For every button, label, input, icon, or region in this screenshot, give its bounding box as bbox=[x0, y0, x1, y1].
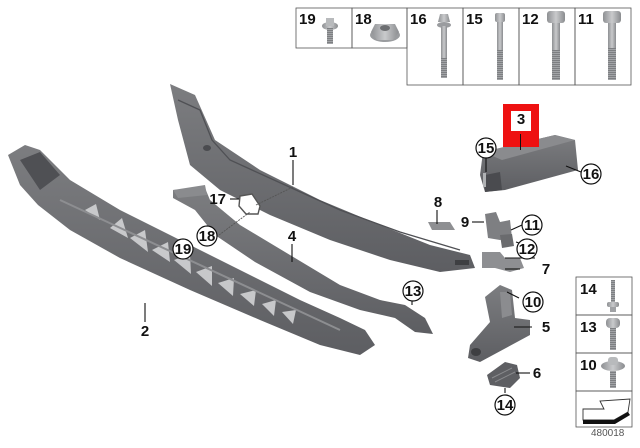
callout-15[interactable]: 15 bbox=[475, 137, 497, 159]
part-5-bracket bbox=[468, 285, 530, 362]
hardware-14: 14 bbox=[580, 280, 619, 312]
part-7-clip bbox=[482, 252, 524, 272]
hardware-10: 10 bbox=[580, 357, 625, 388]
callout-5[interactable]: 5 bbox=[542, 319, 550, 336]
callout-6[interactable]: 6 bbox=[533, 365, 541, 382]
hardware-label-18: 18 bbox=[355, 11, 372, 28]
part-4-strip bbox=[173, 185, 433, 334]
dashed-leaders bbox=[218, 186, 294, 236]
callout-label-13: 13 bbox=[405, 283, 422, 300]
hardware-15: 15 bbox=[466, 11, 505, 80]
callout-10[interactable]: 10 bbox=[522, 291, 544, 313]
callout-13[interactable]: 13 bbox=[402, 280, 424, 302]
callout-2[interactable]: 2 bbox=[141, 323, 149, 340]
callout-label-19: 19 bbox=[175, 241, 192, 258]
hardware-label-14: 14 bbox=[580, 281, 597, 298]
callout-label-10: 10 bbox=[525, 294, 542, 311]
hardware-label-12: 12 bbox=[522, 11, 539, 28]
callout-11[interactable]: 11 bbox=[521, 214, 543, 236]
callout-18[interactable]: 18 bbox=[196, 225, 218, 247]
hardware-label-10: 10 bbox=[580, 357, 597, 374]
callout-3-leader bbox=[520, 134, 521, 150]
hardware-label-13: 13 bbox=[580, 319, 597, 336]
callout-14[interactable]: 14 bbox=[494, 394, 516, 416]
hardware-19: 19 bbox=[299, 11, 338, 44]
part-6-wedge bbox=[487, 362, 520, 388]
hardware-label-15: 15 bbox=[466, 11, 483, 28]
callout-label-18: 18 bbox=[199, 228, 216, 245]
part-9-bracket bbox=[485, 212, 514, 248]
hardware-label-16: 16 bbox=[410, 11, 427, 28]
callout-7[interactable]: 7 bbox=[542, 261, 550, 278]
callout-3-highlight[interactable]: 3 bbox=[503, 104, 539, 147]
callout-label-14: 14 bbox=[497, 397, 514, 414]
plain-callouts: 1 2 4 5 6 7 8 9 17 bbox=[141, 144, 550, 382]
hardware-16: 16 bbox=[410, 11, 451, 78]
callout-16[interactable]: 16 bbox=[580, 163, 602, 185]
callout-label-15: 15 bbox=[478, 140, 495, 157]
callout-19[interactable]: 19 bbox=[172, 238, 194, 260]
hardware-12: 12 bbox=[522, 11, 565, 80]
callout-label-12: 12 bbox=[519, 241, 536, 258]
circled-callouts: 15 16 11 12 10 13 14 18 bbox=[172, 137, 602, 416]
callout-8[interactable]: 8 bbox=[434, 194, 442, 211]
callout-12[interactable]: 12 bbox=[516, 238, 538, 260]
hardware-18: 18 bbox=[355, 11, 400, 42]
callout-9[interactable]: 9 bbox=[461, 214, 469, 231]
callout-1[interactable]: 1 bbox=[289, 144, 297, 161]
callout-label-16: 16 bbox=[583, 166, 600, 183]
part-8-clip bbox=[428, 222, 455, 230]
catalog-number: 480018 bbox=[591, 428, 625, 439]
hardware-13: 13 bbox=[580, 318, 620, 350]
hardware-label-11: 11 bbox=[578, 11, 594, 28]
part-17-bracket bbox=[238, 193, 261, 215]
callout-17[interactable]: 17 bbox=[209, 191, 226, 208]
callout-3: 3 bbox=[511, 111, 531, 131]
part-1-bumper-beam bbox=[170, 84, 475, 272]
callout-4[interactable]: 4 bbox=[288, 228, 297, 245]
hardware-label-19: 19 bbox=[299, 11, 316, 28]
callout-label-11: 11 bbox=[524, 217, 540, 234]
hardware-side-column bbox=[575, 276, 633, 428]
part-3-bracket bbox=[480, 135, 578, 192]
hardware-11: 11 bbox=[578, 11, 621, 80]
direction-arrow-icon bbox=[582, 398, 631, 424]
hardware-top-grid bbox=[295, 7, 632, 86]
